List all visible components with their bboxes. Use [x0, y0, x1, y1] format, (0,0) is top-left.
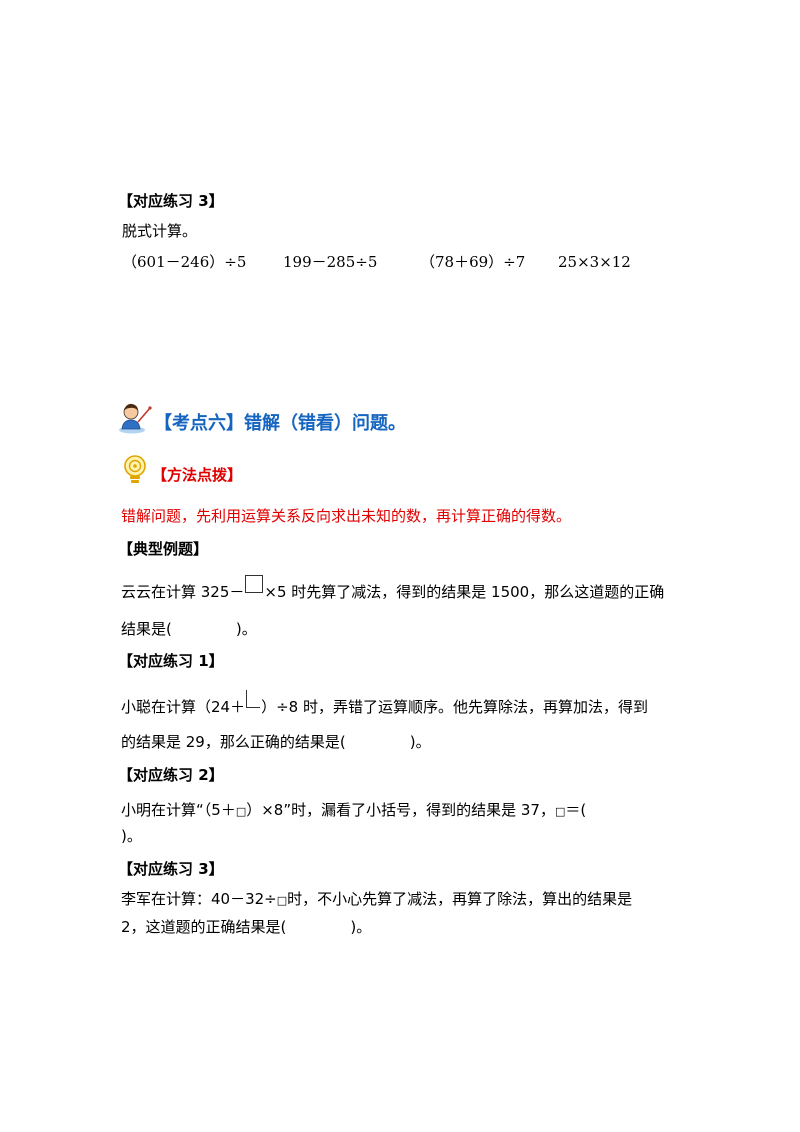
practice-3-intro: 脱式计算。: [122, 222, 198, 240]
ex1-text-b: ）÷8 时，弄错了运算顺序。他先算除法，再算加法，得到: [261, 698, 648, 716]
section-title: 【考点六】错解（错看）问题。: [154, 413, 406, 434]
ex3-text-a: 李军在计算：40－32÷: [121, 890, 277, 908]
expr-4: 25×3×12: [558, 253, 631, 271]
ex3-line-2: 2，这道题的正确结果是( )。: [121, 917, 371, 937]
ex2-text-c: ＝(: [565, 801, 587, 819]
ex2-line-1: 小明在计算“（5＋□）×8”时，漏看了小括号，得到的结果是 37，□＝(: [121, 800, 586, 822]
example-text-b: ×5 时先算了减法，得到的结果是 1500，那么这道题的正确: [264, 583, 665, 601]
ex1-heading: 【对应练习 1】: [118, 652, 224, 670]
ex3-text-c: 2，这道题的正确结果是(: [121, 918, 287, 936]
lightbulb-icon: [118, 452, 152, 486]
ex3-square: □: [276, 894, 288, 907]
example-text-a: 云云在计算 325－: [121, 583, 245, 601]
expr-2: 199－285÷5: [283, 253, 378, 271]
example-text-d: )。: [235, 620, 257, 638]
ex3-line-1: 李军在计算：40－32÷□时，不小心先算了减法，再算了除法，算出的结果是: [121, 889, 632, 911]
ex2-line-2: )。: [121, 827, 142, 845]
ex1-line-1: 小聪在计算（24＋ ）÷8 时，弄错了运算顺序。他先算除法，再算加法，得到: [121, 690, 648, 717]
method-text: 错解问题，先利用运算关系反向求出未知的数，再计算正确的得数。: [121, 507, 572, 525]
ex1-text-c: 的结果是 29，那么正确的结果是(: [121, 733, 346, 751]
ex1-line-2: 的结果是 29，那么正确的结果是( )。: [121, 732, 431, 752]
example-line-1: 云云在计算 325－ ×5 时先算了减法，得到的结果是 1500，那么这道题的正确: [121, 575, 664, 602]
ex3-text-d: )。: [350, 918, 372, 936]
ex3-heading: 【对应练习 3】: [118, 860, 224, 878]
ex2-heading: 【对应练习 2】: [118, 766, 224, 784]
expr-1: （601－246）÷5: [122, 253, 247, 271]
ex2-square: □: [235, 805, 247, 818]
ex3-text-b: 时，不小心先算了减法，再算了除法，算出的结果是: [287, 890, 633, 908]
example-heading: 【典型例题】: [118, 540, 209, 558]
practice-3-heading: 【对应练习 3】: [118, 192, 224, 210]
ex1-text-d: )。: [409, 733, 431, 751]
ex2-text-b: ）×8”时，漏看了小括号，得到的结果是 37，: [246, 801, 555, 819]
ex1-text-a: 小聪在计算（24＋: [121, 698, 246, 716]
expr-3: （78＋69）÷7: [420, 253, 526, 271]
blank-box-icon: [245, 575, 264, 593]
ex2-square-2: □: [554, 805, 566, 818]
example-text-c: 结果是(: [121, 620, 172, 638]
method-title: 【方法点拨】: [152, 466, 243, 484]
blank-corner-icon: [246, 690, 261, 708]
teacher-icon: [118, 400, 154, 434]
ex2-text-a: 小明在计算“（5＋: [121, 801, 236, 819]
example-line-2: 结果是( )。: [121, 619, 257, 639]
